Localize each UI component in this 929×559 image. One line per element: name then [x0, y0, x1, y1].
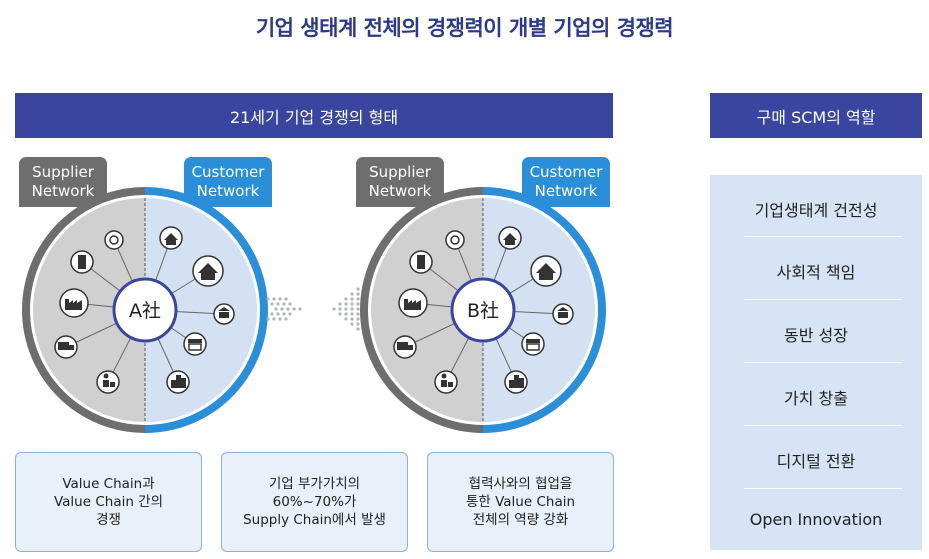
tab-line: Supplier	[32, 163, 94, 181]
box-line: 60%~70%가	[272, 494, 357, 510]
arrow-left-icon	[332, 287, 360, 331]
house-icon	[192, 255, 224, 287]
competition-box: Value Chain과 Value Chain 간의 경쟁	[15, 452, 202, 552]
company-a-network: A社	[22, 187, 268, 433]
company-a-label: A社	[129, 300, 161, 322]
value-add-box: 기업 부가가치의 60%~70%가 Supply Chain에서 발생	[221, 452, 408, 552]
left-section-header: 21세기 기업 경쟁의 형태	[15, 93, 613, 138]
role-item: 사회적 책임	[776, 263, 856, 282]
box-line: 협력사와의 협업을	[468, 476, 573, 492]
box-line: 경쟁	[96, 512, 121, 528]
box-line: 전체의 역량 강화	[472, 512, 569, 528]
building-icon	[70, 250, 94, 274]
box-line: 통한 Value Chain	[465, 494, 576, 510]
worker-icon	[96, 370, 120, 394]
scm-roles-panel: 기업생태계 건전성 사회적 책임 동반 성장 가치 창출 디지털 전환 Open…	[710, 175, 922, 550]
role-item: 가치 창출	[784, 389, 848, 408]
box-line: Supply Chain에서 발생	[243, 512, 386, 528]
home-icon	[159, 226, 183, 250]
worker-icon	[434, 370, 458, 394]
tab-line: Customer	[191, 163, 265, 181]
city-icon	[166, 370, 190, 394]
tab-line: Supplier	[369, 163, 431, 181]
truck-icon	[54, 335, 78, 359]
role-item: 기업생태계 건전성	[754, 201, 878, 220]
arrow-right-icon	[266, 297, 302, 321]
divider	[744, 299, 902, 300]
factory-icon	[59, 288, 89, 318]
tab-line: Customer	[529, 163, 603, 181]
building-icon	[409, 250, 433, 274]
role-item: 동반 성장	[784, 326, 848, 345]
box-line: Value Chain 간의	[53, 494, 164, 510]
divider	[744, 425, 902, 426]
tab-line: Network	[196, 182, 260, 200]
bank-icon	[213, 303, 235, 325]
store-icon	[183, 332, 207, 356]
truck-icon	[393, 335, 417, 359]
store-icon	[521, 332, 545, 356]
collaboration-box: 협력사와의 협업을 통한 Value Chain 전체의 역량 강화	[427, 452, 614, 552]
home-icon	[498, 226, 522, 250]
right-section-header: 구매 SCM의 역할	[710, 93, 922, 138]
divider	[744, 488, 902, 489]
bank-icon	[552, 303, 574, 325]
company-b-network: B社	[360, 187, 606, 433]
role-item: 디지털 전환	[776, 452, 856, 471]
tab-line: Network	[534, 182, 598, 200]
divider	[744, 362, 902, 363]
house-icon	[530, 255, 562, 287]
tab-line: Network	[368, 182, 432, 200]
procurement-icon	[104, 230, 124, 250]
box-line: 기업 부가가치의	[268, 476, 361, 492]
procurement-icon	[445, 230, 465, 250]
company-b-label: B社	[467, 300, 499, 322]
role-item: Open Innovation	[749, 510, 883, 529]
box-line: Value Chain과	[62, 476, 155, 492]
page-title: 기업 생태계 전체의 경쟁력이 개별 기업의 경쟁력	[255, 16, 674, 40]
tab-line: Network	[31, 182, 95, 200]
factory-icon	[398, 288, 428, 318]
divider	[744, 236, 902, 237]
city-icon	[504, 370, 528, 394]
